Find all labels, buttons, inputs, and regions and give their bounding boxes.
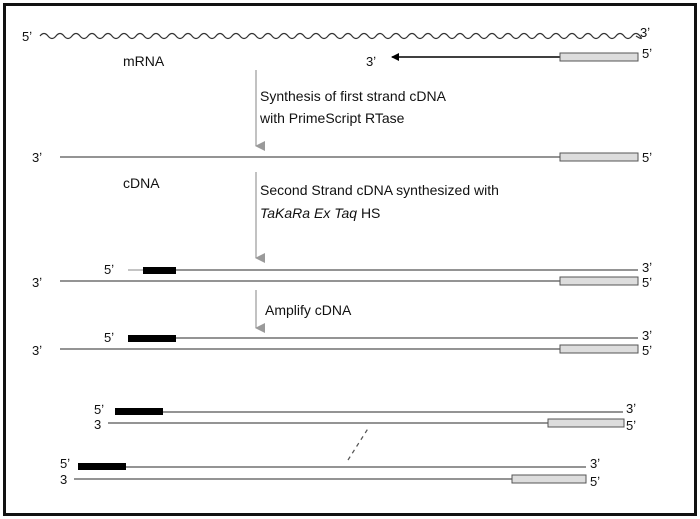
mrna-5prime-label: 5ʼ: [22, 29, 32, 44]
step1-line1: Synthesis of first strand cDNA: [260, 88, 447, 104]
amp3-bottom-3: 3: [60, 472, 67, 487]
ds1-top-3prime: 3ʼ: [642, 260, 652, 275]
ds1-adapter: [143, 267, 176, 274]
step3-label: Amplify cDNA: [265, 302, 352, 318]
ds1-top-5prime: 5ʼ: [104, 262, 114, 277]
amp1-top-3prime: 3ʼ: [642, 328, 652, 343]
diagram-frame: [3, 3, 697, 516]
amp1-top-5prime: 5ʼ: [104, 330, 114, 345]
primer-3prime-label: 3ʼ: [366, 54, 376, 69]
amp3-primer-box: [511, 474, 587, 484]
amp2-top-3prime: 3ʼ: [626, 401, 636, 416]
amp1-adapter: [128, 335, 176, 342]
primer-5prime-label: 5ʼ: [642, 46, 652, 61]
amp1-primer-box: [559, 344, 639, 354]
amp2-top-5prime: 5ʼ: [94, 402, 104, 417]
step2-italic-takara: TaKaRa: [260, 205, 310, 221]
amp2-bottom-3: 3: [94, 417, 101, 432]
amp2-primer-box: [547, 418, 625, 428]
step2-line1: Second Strand cDNA synthesized with: [260, 182, 499, 198]
step2-hs: HS: [361, 205, 380, 221]
mrna-label: mRNA: [123, 53, 165, 69]
amp3-bottom-5prime: 5ʼ: [590, 474, 600, 489]
primer-box: [559, 52, 639, 62]
mrna-3prime-label: 3ʼ: [640, 25, 650, 40]
cdna-primer-box: [559, 152, 639, 162]
amp3-top-5prime: 5ʼ: [60, 456, 70, 471]
ds1-primer-box: [559, 276, 639, 286]
continuation-dashes: [347, 426, 370, 461]
cdna-3prime-label: 3ʼ: [32, 150, 42, 165]
amp3-adapter: [78, 463, 126, 470]
cdna-label: cDNA: [123, 175, 160, 191]
mrna-strand: [39, 32, 642, 40]
cdna-5prime-label: 5ʼ: [642, 150, 652, 165]
amp2-adapter: [115, 408, 163, 415]
ds1-bottom-5prime: 5ʼ: [642, 275, 652, 290]
amp1-bottom-3prime: 3ʼ: [32, 343, 42, 358]
amp3-top-3prime: 3ʼ: [590, 456, 600, 471]
step1-line2: with PrimeScript RTase: [259, 110, 405, 126]
amp1-bottom-5prime: 5ʼ: [642, 343, 652, 358]
step2-line2: TaKaRa Ex Taq HS: [260, 205, 380, 221]
step2-italic-extaq: Ex Taq: [314, 205, 357, 221]
ds1-bottom-3prime: 3ʼ: [32, 275, 42, 290]
amp2-bottom-5prime: 5ʼ: [626, 418, 636, 433]
